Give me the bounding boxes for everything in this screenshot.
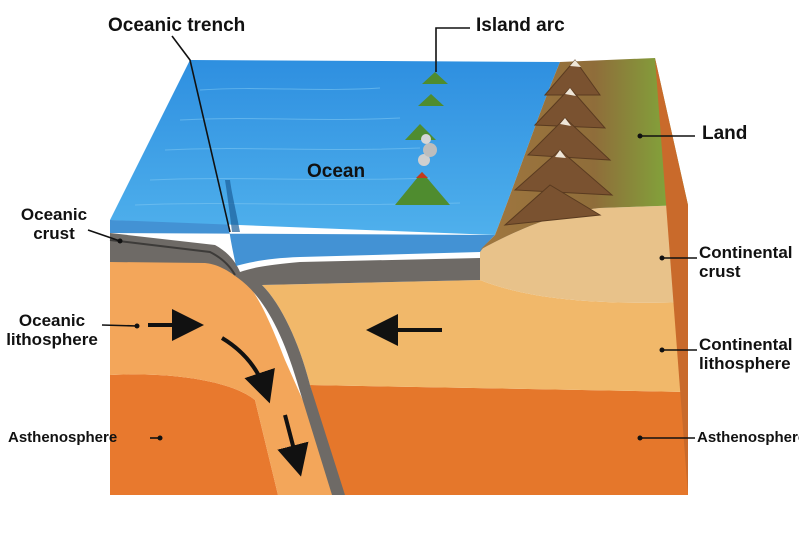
oceanic-crust-label-line1: Oceanic <box>20 205 88 224</box>
oceanic-lithosphere-label-line1: Oceanic <box>18 311 86 330</box>
island-2 <box>418 94 444 106</box>
oceanic-crust-highlight <box>109 239 236 276</box>
continental-lithosphere-label-line2: lithosphere <box>699 353 791 373</box>
arrow-subduction-1 <box>220 336 275 404</box>
asthenosphere-layer-right <box>310 385 688 495</box>
asthenosphere-layer <box>110 374 278 495</box>
block-right-side <box>655 58 688 495</box>
continental-lithosphere-label: Continental lithosphere <box>699 335 795 373</box>
oceanic-lithosphere-layer <box>110 262 345 495</box>
leader-lines <box>87 27 697 439</box>
leader-oceanic-trench <box>171 35 231 233</box>
ocean-label: Ocean <box>307 161 366 182</box>
continental-lithosphere-label-line1: Continental <box>699 335 793 354</box>
leader-dots <box>117 133 665 441</box>
oceanic-lithosphere-label: Oceanic lithosphere <box>6 311 98 349</box>
oceanic-crust-label-line2: crust <box>33 223 75 243</box>
arrow-subduction-2 <box>277 414 309 477</box>
land-label: Land <box>702 123 748 144</box>
island-volcano <box>395 172 450 205</box>
trench-shading <box>225 180 240 232</box>
ocean-front-face <box>110 220 495 266</box>
continental-lithosphere-layer <box>262 280 688 392</box>
asthenosphere-left-label: Asthenosphere <box>8 429 118 446</box>
asthenosphere-right-label: Asthenosphere <box>697 429 799 446</box>
continental-crust-label-line1: Continental <box>699 243 793 262</box>
oceanic-lithosphere-label-line2: lithosphere <box>6 329 98 349</box>
mountain-range <box>503 59 614 226</box>
oceanic-trench-label: Oceanic trench <box>108 15 246 36</box>
continental-crust-label-line2: crust <box>699 261 741 281</box>
island-arc <box>395 72 450 205</box>
mountain-snow <box>555 60 581 158</box>
motion-arrows <box>148 309 442 477</box>
island-1 <box>422 72 448 84</box>
leader-oceanic-crust <box>87 229 121 242</box>
leader-oceanic-lithosphere <box>101 324 138 327</box>
oceanic-crust-layer <box>110 233 480 495</box>
continental-crust-label: Continental crust <box>699 243 795 281</box>
leader-island-arc <box>435 27 470 72</box>
island-arc-label: Island arc <box>476 15 565 36</box>
oceanic-crust-label: Oceanic crust <box>14 205 94 243</box>
continental-crust-layer <box>480 205 688 303</box>
ocean-surface <box>110 60 560 235</box>
